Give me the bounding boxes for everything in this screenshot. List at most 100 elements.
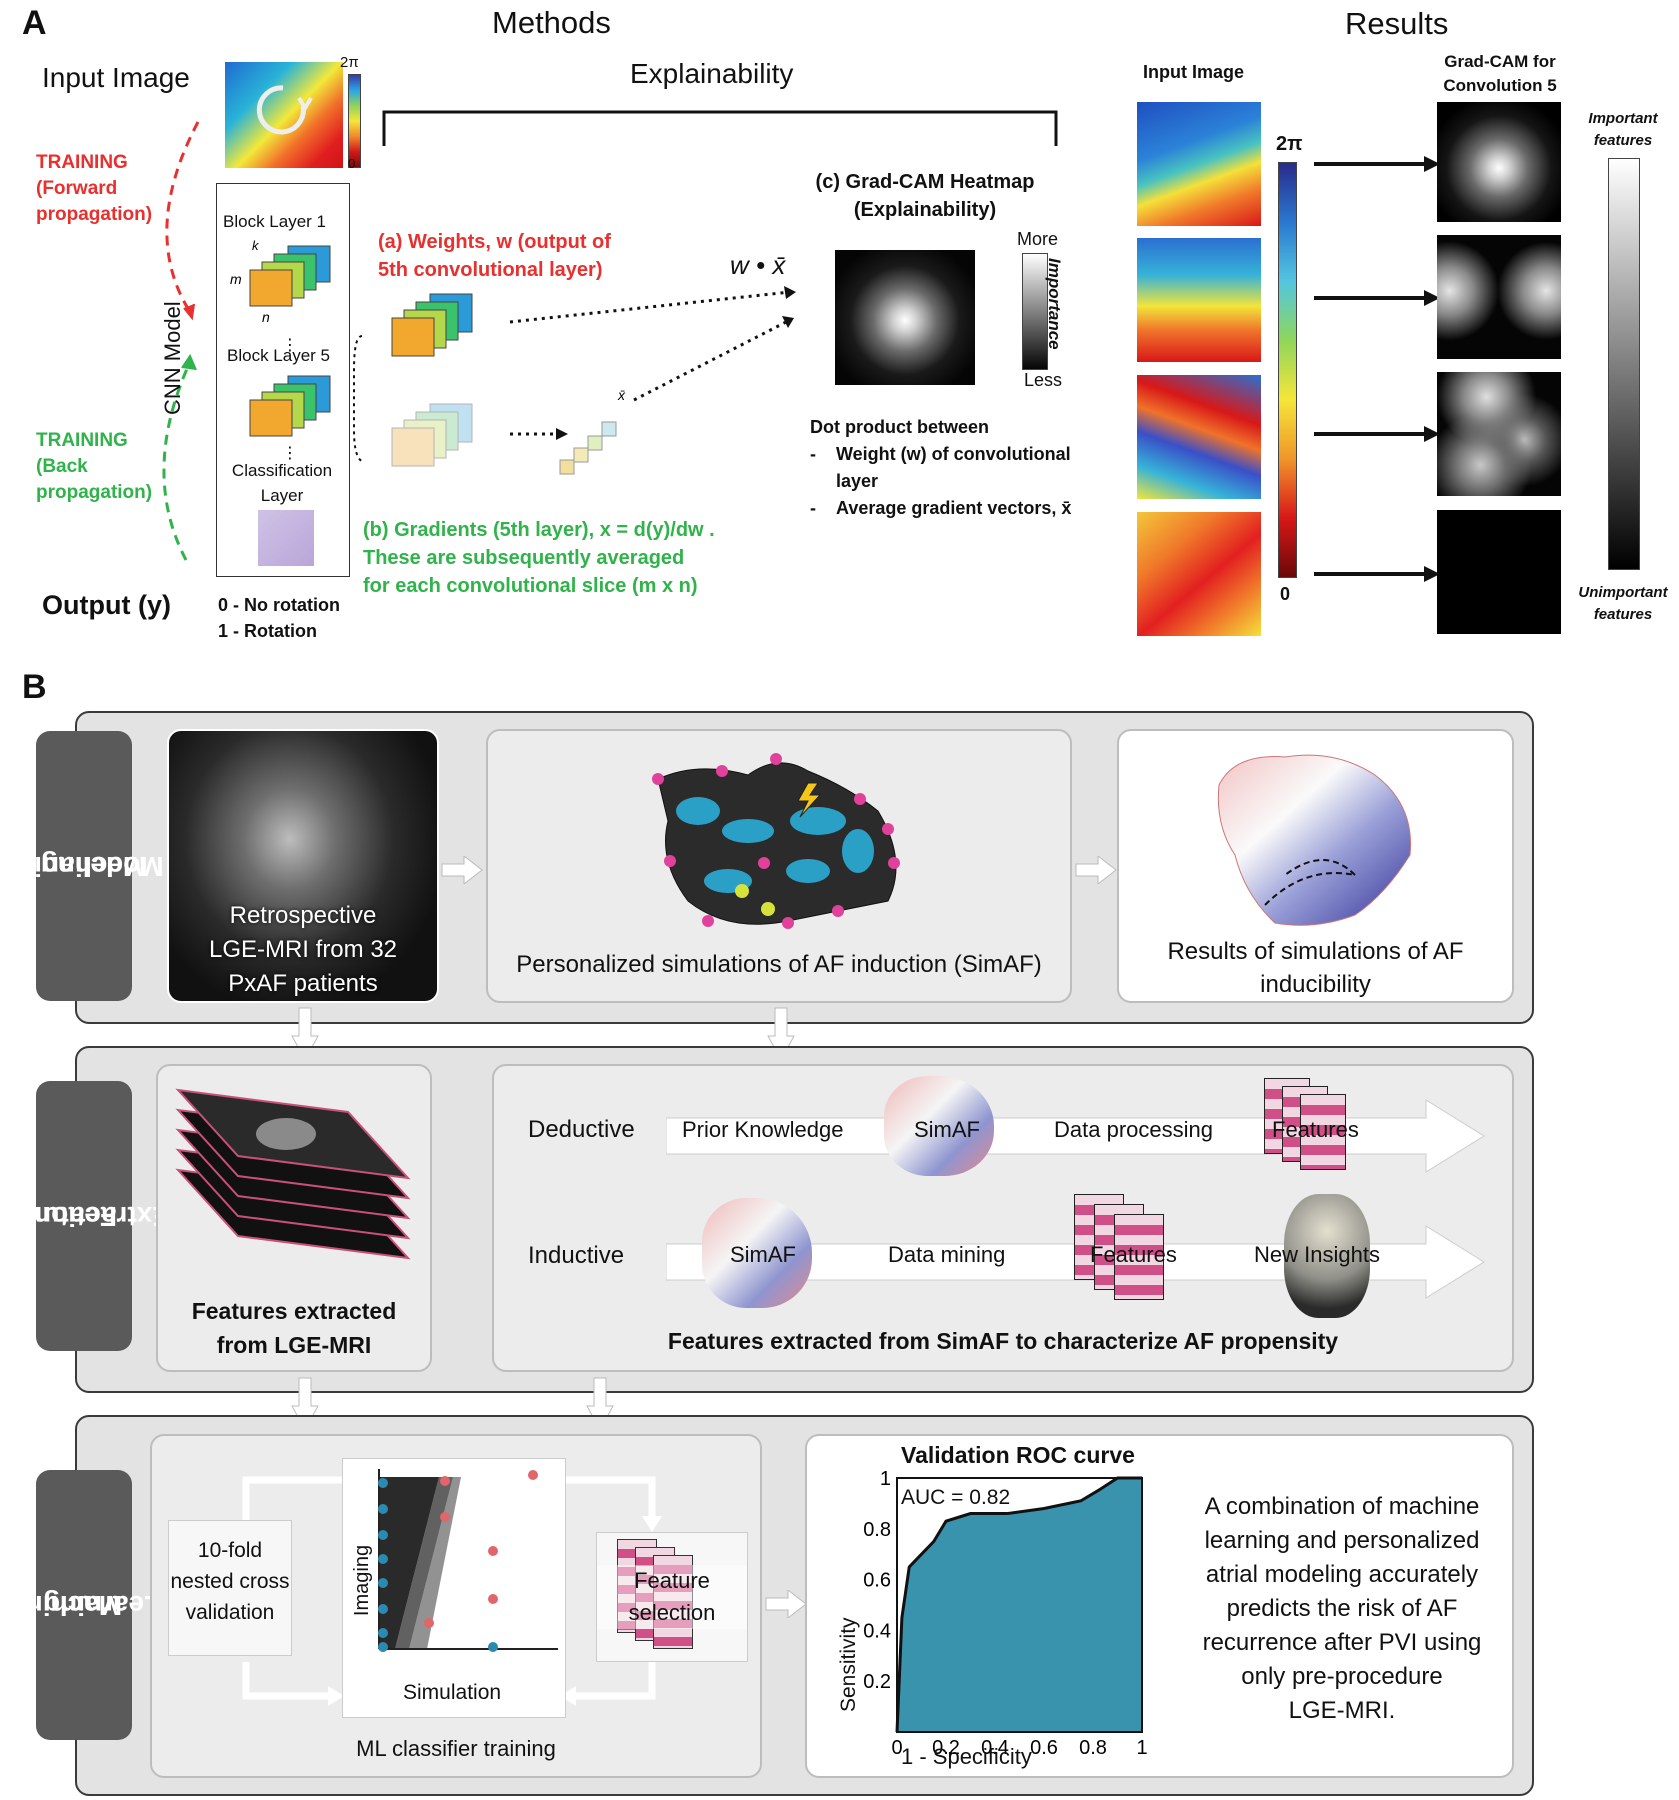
deductive-label: Deductive <box>528 1116 635 1143</box>
roc-xtick: 0.4 <box>981 1737 1009 1759</box>
roc-curve <box>895 1476 1142 1733</box>
roc-annotation: AUC = 0.82 <box>901 1486 1011 1509</box>
atrial-mesh-simaf <box>652 753 900 929</box>
results-colorbar <box>1278 162 1297 578</box>
roc-xtick: 0.2 <box>932 1737 960 1759</box>
svg-text:⋮: ⋮ <box>282 337 298 354</box>
simulation-axis-label: Simulation <box>403 1681 502 1704</box>
dim-n: n <box>262 309 270 325</box>
roc-xtick: 0.6 <box>1030 1737 1058 1759</box>
input-colorbar-top: 2π <box>340 54 359 71</box>
imaging-axis-label: Imaging <box>351 1544 374 1617</box>
atrial-activation-map <box>1217 754 1412 926</box>
gradcam-result-2 <box>1437 235 1561 359</box>
output-label: Output (y) <box>42 590 171 620</box>
roc-ytick: 0.8 <box>863 1519 891 1541</box>
roc-plot-frame <box>896 1477 1143 1733</box>
methods-title: Methods <box>492 5 611 40</box>
gradcam-result-3 <box>1437 372 1561 496</box>
w-dot-x-label: w • x̄ <box>730 250 786 280</box>
arrow-simaf-to-results <box>1075 856 1117 884</box>
importance-colorbar <box>1022 253 1048 370</box>
arrow-ml-to-roc <box>765 1590 807 1618</box>
rotation-arrow-icon <box>256 85 313 135</box>
dot-product-text: Dot product between - Weight (w) of conv… <box>810 417 1072 518</box>
gradcam-result-1 <box>1437 102 1561 222</box>
roc-ytick: 1 <box>880 1468 891 1490</box>
panel-b-letter: B <box>22 668 47 706</box>
results-colorbar-top: 2π <box>1276 133 1303 155</box>
gradients-stack <box>391 403 473 467</box>
features-colorbar <box>1608 158 1640 570</box>
input-colorbar-bottom: 0 <box>348 156 356 171</box>
ml-caption: ML classifier training <box>356 1736 556 1761</box>
simaf-thumb-deductive <box>884 1076 994 1176</box>
more-label: More <box>1017 229 1059 249</box>
roc-ytick: 0.2 <box>863 1671 891 1693</box>
conv-blocks: m n k ⋮ ⋮ <box>230 238 331 462</box>
result-input-3 <box>1137 375 1261 499</box>
input-image-label: Input Image <box>42 62 190 93</box>
less-label: Less <box>1024 370 1063 390</box>
result-arrows <box>1314 156 1440 582</box>
input-colorbar <box>348 74 361 168</box>
inductive-step-2: Data mining <box>888 1242 1006 1267</box>
new-insights-image <box>1284 1194 1370 1318</box>
roc-xtick: 0 <box>891 1737 902 1759</box>
inductive-step-3: Features <box>1090 1242 1177 1267</box>
simaf-card: Personalized simulations of AF induction… <box>486 729 1072 1003</box>
simaf-features-caption: Features extracted from SimAF to charact… <box>667 1328 1339 1354</box>
roc-ylabel: Sensitivity <box>837 1617 860 1712</box>
lightning-icon <box>797 782 822 818</box>
mri-slice-stack <box>175 1088 411 1260</box>
roc-xlabel: 1 - Specificity <box>901 1744 1032 1769</box>
weights-stack <box>391 293 473 357</box>
features-icon-inductive <box>1074 1194 1184 1314</box>
results-title: Results <box>1345 6 1449 41</box>
input-image-heatmap <box>225 62 343 168</box>
roc-xtick: 1 <box>1136 1737 1147 1759</box>
simaf-thumb-inductive <box>702 1198 812 1308</box>
explainability-bracket <box>382 110 1058 146</box>
roc-ytick: 0.4 <box>863 1620 891 1642</box>
block-layer-5-stack <box>249 375 331 437</box>
results-input-image-label: Input Image <box>1143 62 1245 82</box>
dim-m: m <box>230 271 242 287</box>
arrow-lge-to-simaf <box>441 856 483 884</box>
block-layer-1-stack <box>249 245 331 307</box>
gradcam-heatmap <box>835 250 975 385</box>
classifier-plot: Imaging Simulation <box>342 1458 566 1718</box>
result-input-1 <box>1137 102 1261 226</box>
dim-k: k <box>252 238 260 253</box>
xbar-label: x̄ <box>617 387 626 403</box>
simaf-features-card: Deductive Prior Knowledge SimAF Data pro… <box>492 1064 1514 1372</box>
deductive-step-2: SimAF <box>914 1117 980 1142</box>
cnn-model-label: CNN Model <box>160 301 185 415</box>
panel-a-letter: A <box>22 4 47 42</box>
importance-label: Importance <box>1045 258 1064 350</box>
deductive-step-3: Data processing <box>1054 1117 1213 1142</box>
inductive-step-4: New Insights <box>1254 1242 1380 1267</box>
inductive-step-1: SimAF <box>730 1242 796 1267</box>
roc-ytick: 0.6 <box>863 1570 891 1592</box>
gradients-label: (b) Gradients (5th layer), x = d(y)/dw .… <box>363 519 715 597</box>
